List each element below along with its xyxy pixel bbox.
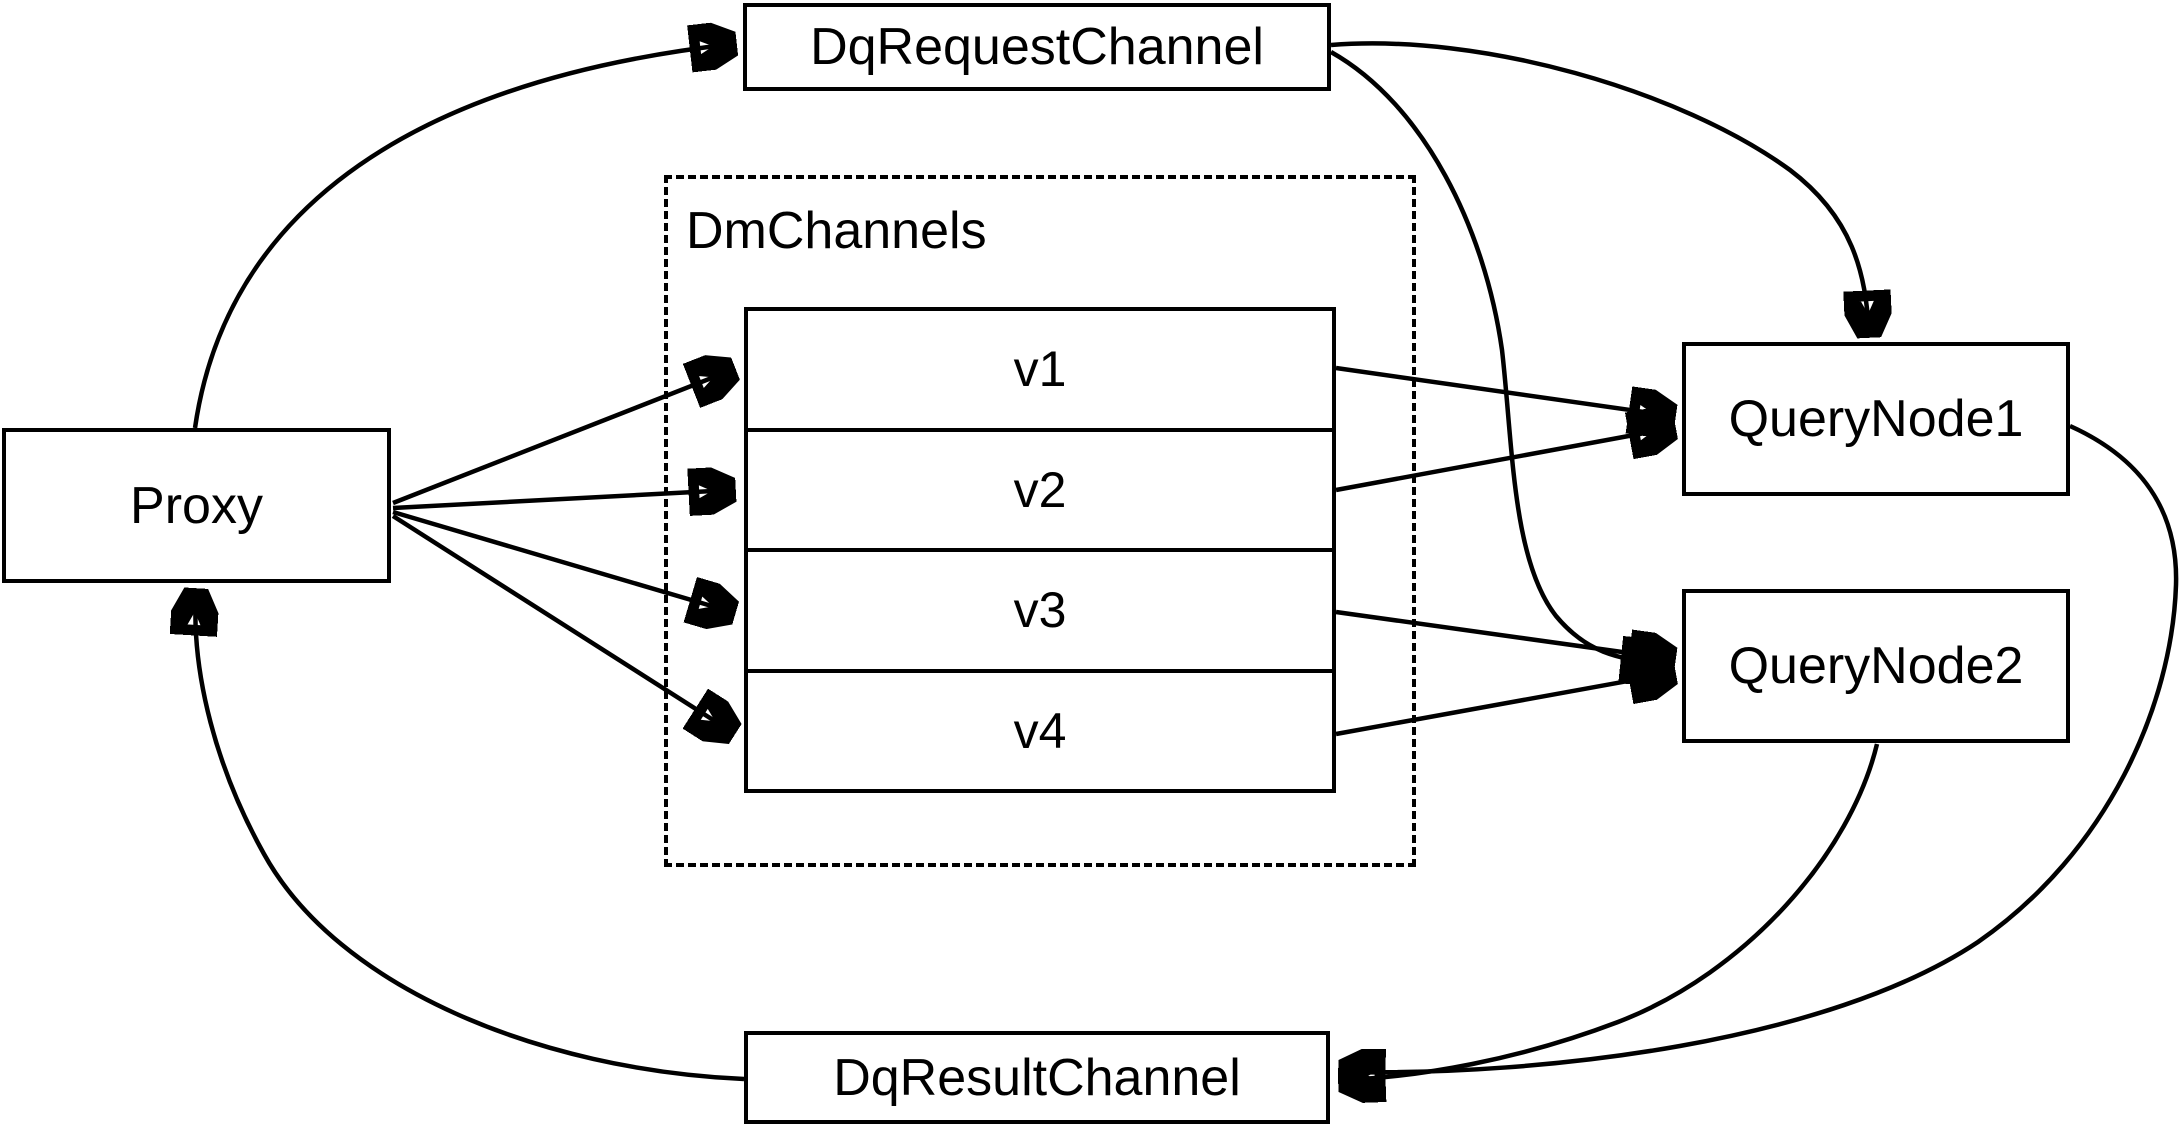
node-dq-result-channel-label: DqResultChannel xyxy=(833,1048,1241,1107)
node-proxy-label: Proxy xyxy=(130,476,263,535)
channel-v2-label: v2 xyxy=(1013,461,1067,518)
channel-v3-label: v3 xyxy=(1013,582,1067,639)
dm-channels-label: DmChannels xyxy=(686,202,987,260)
edge-proxy-to-dq-request-channel xyxy=(192,44,733,429)
channel-v4-label: v4 xyxy=(1013,702,1067,759)
channel-row-v1: v1 xyxy=(748,311,1332,428)
edge-query-node1-to-dq-result-channel xyxy=(1342,423,2179,1072)
node-query-node1: QueryNode1 xyxy=(1682,342,2070,496)
dm-channel-stack: v1 v2 v3 v4 xyxy=(744,307,1336,793)
channel-row-v4: v4 xyxy=(748,668,1332,790)
channel-v1-label: v1 xyxy=(1013,341,1067,398)
node-proxy: Proxy xyxy=(2,428,391,583)
node-dq-request-channel: DqRequestChannel xyxy=(743,3,1331,91)
edge-query-node2-to-dq-result-channel xyxy=(1342,743,1880,1080)
node-query-node2: QueryNode2 xyxy=(1682,589,2070,743)
node-dq-request-channel-label: DqRequestChannel xyxy=(810,18,1264,76)
node-query-node1-label: QueryNode1 xyxy=(1728,390,2024,448)
channel-row-v3: v3 xyxy=(748,548,1332,669)
channel-row-v2: v2 xyxy=(748,427,1332,549)
edge-dq-result-channel-to-proxy xyxy=(195,592,745,1082)
node-query-node2-label: QueryNode2 xyxy=(1728,637,2024,695)
node-dq-result-channel: DqResultChannel xyxy=(744,1031,1330,1124)
